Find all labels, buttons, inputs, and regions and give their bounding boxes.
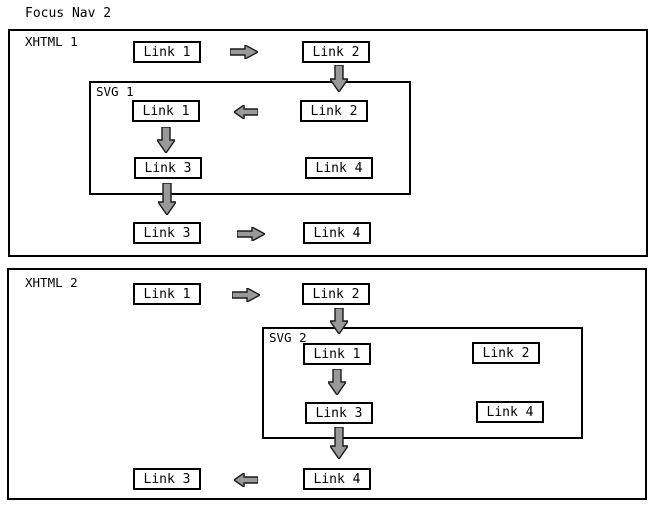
- arrow-right-icon: [230, 45, 258, 59]
- xhtml1-link4-box: Link 4: [303, 222, 371, 244]
- xhtml2-link4-box: Link 4: [303, 468, 371, 490]
- svg1-link4-box: Link 4: [305, 157, 373, 179]
- xhtml2-label: XHTML 2: [25, 275, 78, 290]
- svg1-link3-box: Link 3: [134, 157, 202, 179]
- arrow-right-icon: [237, 227, 265, 241]
- xhtml1-link1-box: Link 1: [133, 41, 201, 63]
- xhtml2-link3-box: Link 3: [133, 468, 201, 490]
- arrow-down-icon: [157, 127, 175, 153]
- xhtml2-link2-box: Link 2: [302, 283, 370, 305]
- svg2-link3-box: Link 3: [305, 402, 373, 424]
- svg1-label: SVG 1: [96, 84, 134, 99]
- diagram-title: Focus Nav 2: [25, 6, 112, 21]
- svg1-panel: [89, 81, 411, 195]
- arrow-left-icon: [234, 105, 258, 119]
- xhtml1-panel: [8, 29, 648, 257]
- xhtml1-label: XHTML 1: [25, 34, 78, 49]
- arrow-right-icon: [232, 288, 260, 302]
- arrow-down-icon: [330, 308, 348, 334]
- arrow-down-icon: [330, 427, 348, 459]
- arrow-down-icon: [330, 65, 348, 92]
- svg2-link1-box: Link 1: [303, 343, 371, 365]
- xhtml2-panel: [7, 268, 647, 500]
- svg1-link1-box: Link 1: [132, 100, 200, 122]
- xhtml1-link2-box: Link 2: [302, 41, 370, 63]
- arrow-down-icon: [158, 183, 176, 215]
- xhtml1-link3-box: Link 3: [133, 222, 201, 244]
- svg2-label: SVG 2: [269, 330, 307, 345]
- svg1-link2-box: Link 2: [300, 100, 368, 122]
- arrow-down-icon: [328, 369, 346, 395]
- svg2-link4-box: Link 4: [476, 401, 544, 423]
- svg2-panel: [262, 327, 583, 439]
- xhtml2-link1-box: Link 1: [133, 283, 201, 305]
- arrow-left-icon: [234, 473, 258, 487]
- svg2-link2-box: Link 2: [472, 342, 540, 364]
